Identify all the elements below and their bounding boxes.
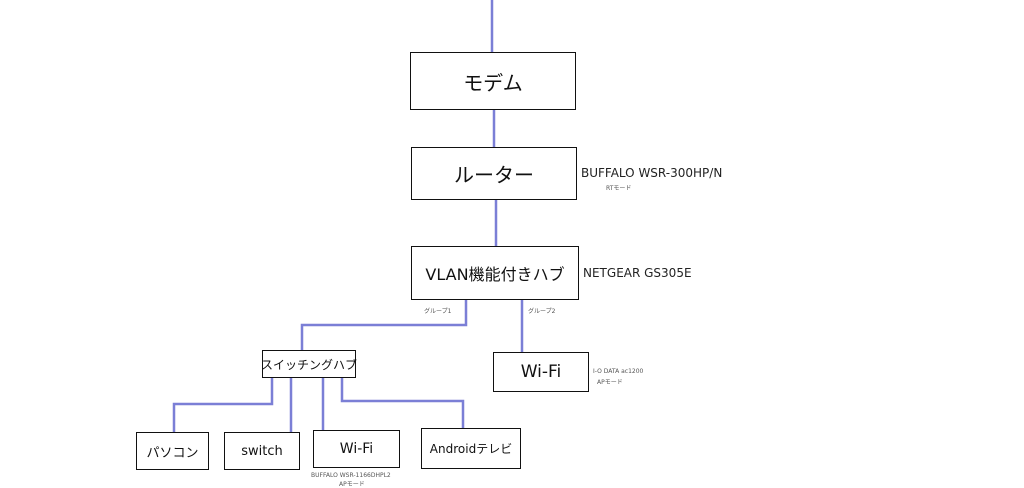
- wifi-sub-node: Wi-Fi: [313, 430, 400, 468]
- router-node: ルーター: [411, 147, 577, 200]
- wifi-ap-node: Wi-Fi: [493, 352, 589, 392]
- wifi-ap-mode-label: APモード: [597, 379, 623, 386]
- line-hub-group1-to-switching-hub: [300, 300, 468, 350]
- pc-node: パソコン: [136, 432, 209, 470]
- modem-node: モデム: [410, 52, 576, 110]
- switching-hub-node: スイッチングハブ: [261, 350, 357, 378]
- router-model-label: BUFFALO WSR-300HP/N: [581, 166, 723, 180]
- vlan-hub-node: VLAN機能付きハブ: [411, 246, 579, 300]
- line-switching-hub-to-pc: [172, 378, 274, 432]
- hub-model-label: NETGEAR GS305E: [583, 266, 692, 280]
- group1-label: グループ1: [424, 308, 452, 315]
- router-mode-label: RTモード: [606, 185, 632, 192]
- switch-node: switch: [224, 432, 300, 470]
- wifi-sub-model-label: BUFFALO WSR-1166DHPL2: [311, 472, 391, 479]
- wifi-sub-mode-label: APモード: [339, 481, 365, 488]
- line-switching-hub-to-android-tv: [340, 378, 465, 428]
- wifi-ap-model-label: I-O DATA ac1200: [593, 368, 644, 375]
- android-tv-node: Androidテレビ: [421, 428, 521, 469]
- group2-label: グループ2: [528, 308, 556, 315]
